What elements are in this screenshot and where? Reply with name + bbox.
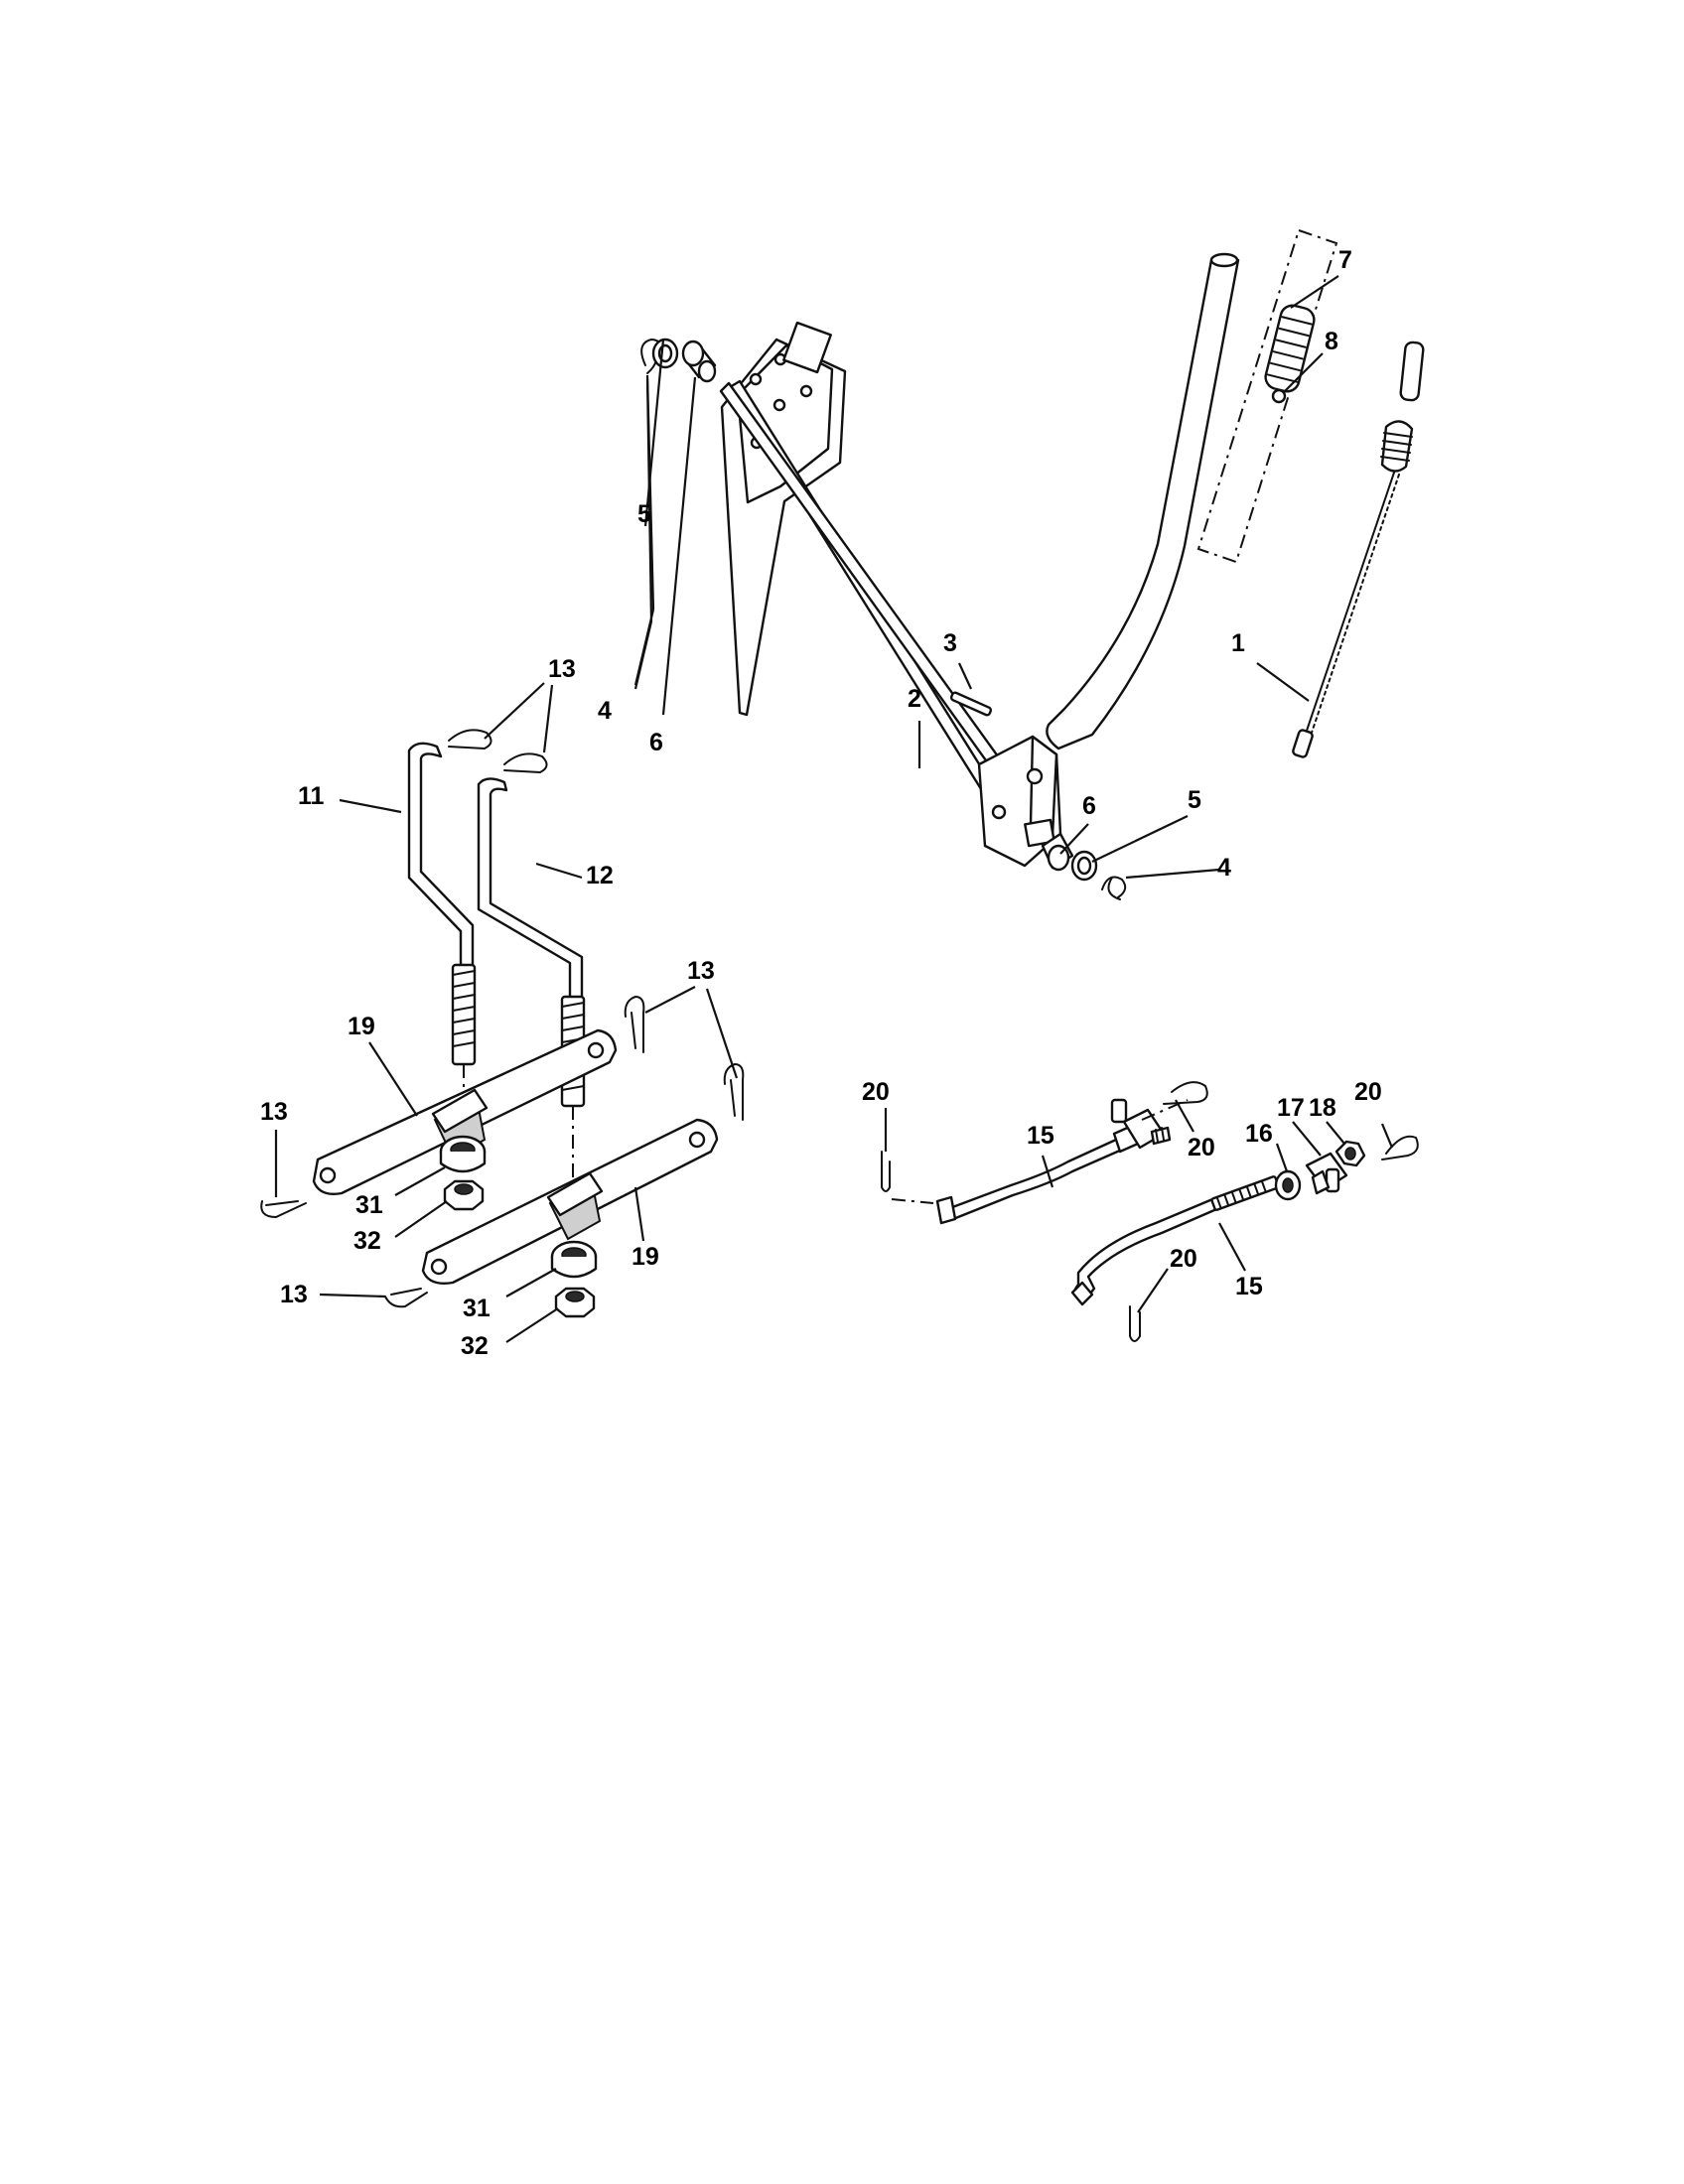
leader-3 (958, 662, 972, 690)
callout-20b: 20 (1188, 1134, 1215, 1161)
callout-3: 3 (943, 629, 957, 657)
part-31-washer-lower (550, 1240, 598, 1279)
part-13-clip-right-b (723, 1062, 745, 1121)
leader-4b (1125, 868, 1220, 880)
part-5-washer-right (1070, 850, 1098, 882)
alignment-line-upper-rod (891, 1198, 934, 1204)
callout-1: 1 (1231, 629, 1245, 657)
leader-6a (661, 376, 697, 716)
leader-16 (1275, 1143, 1289, 1172)
callout-8: 8 (1325, 328, 1338, 355)
callout-13c: 13 (280, 1281, 308, 1308)
callout-16: 16 (1245, 1120, 1273, 1148)
callout-19b: 19 (632, 1243, 659, 1271)
leader-4a-main (633, 378, 653, 690)
leader-19b (633, 1186, 645, 1242)
callout-12: 12 (586, 862, 614, 889)
callout-5a: 5 (637, 500, 651, 528)
part-13-clip-upper-a (448, 729, 492, 751)
callout-4b: 4 (1217, 854, 1231, 882)
part-17-block (1305, 1152, 1348, 1195)
leader-13a (484, 682, 554, 753)
leader-15b (1218, 1222, 1246, 1272)
leader-5a (643, 339, 665, 527)
handle-phantom-outline (1196, 228, 1338, 564)
part-13-clip-upper-b (503, 752, 548, 774)
part-5-washer-left (651, 338, 679, 369)
lift-handle-lever (1046, 252, 1240, 751)
part-1-lift-rod (1292, 341, 1425, 758)
callout-31a: 31 (355, 1191, 383, 1219)
callout-13d: 13 (687, 957, 715, 985)
leader-1 (1256, 662, 1310, 702)
part-20-clip-bottom (1129, 1305, 1141, 1342)
callout-13b: 13 (260, 1098, 288, 1126)
leader-13c (319, 1293, 386, 1298)
callout-15b: 15 (1235, 1273, 1263, 1300)
callout-4a: 4 (598, 697, 612, 725)
leader-15a (1041, 1155, 1054, 1188)
part-31-washer-upper (439, 1135, 487, 1173)
leader-7 (1290, 275, 1339, 309)
callout-5b: 5 (1188, 786, 1201, 814)
callout-7: 7 (1338, 246, 1352, 274)
callout-20c: 20 (1354, 1078, 1382, 1106)
part-13-clip-bottom (384, 1288, 428, 1308)
leader-18 (1326, 1121, 1345, 1145)
leader-12 (535, 862, 583, 880)
part-32-nut-upper (443, 1179, 485, 1211)
callout-17: 17 (1277, 1094, 1305, 1122)
leader-32b (505, 1307, 559, 1343)
leader-20d (1137, 1268, 1169, 1313)
part-11-threads (452, 970, 476, 1047)
part-32-nut-lower (554, 1287, 596, 1318)
callout-11: 11 (298, 782, 325, 810)
callout-13a: 13 (548, 655, 576, 683)
part-15-lower-threads (1215, 1179, 1267, 1210)
part-19-arm-lower (421, 1118, 719, 1285)
leader-19a (368, 1041, 418, 1117)
part-6-bushing-right (1041, 832, 1074, 872)
callout-20d: 20 (1170, 1245, 1197, 1273)
part-11-rod (407, 742, 477, 1066)
leader-20c (1380, 1123, 1394, 1149)
part-16-washer (1274, 1169, 1302, 1201)
leader-11 (339, 798, 402, 814)
leader-8 (1282, 352, 1324, 394)
callout-32b: 32 (461, 1332, 489, 1360)
part-15-rod-upper (935, 1098, 1172, 1225)
callout-31b: 31 (463, 1295, 491, 1322)
part-6-bushing-left (681, 340, 717, 383)
leader-13d (644, 986, 739, 1079)
part-13-clip-right-a (624, 995, 645, 1053)
callout-32a: 32 (353, 1227, 381, 1255)
part-2-lift-shaft (719, 379, 1041, 830)
part-18-nut (1334, 1140, 1366, 1167)
leader-31a (394, 1166, 446, 1196)
leader-17 (1292, 1121, 1322, 1157)
callout-20a: 20 (862, 1078, 890, 1106)
part-4-clip-right (1101, 876, 1127, 900)
leader-31b (505, 1268, 557, 1297)
callout-6b: 6 (1082, 792, 1096, 820)
part-20-clip-right (1381, 1135, 1419, 1160)
shaft-lever-bracket (977, 735, 1062, 868)
upper-clevis-block (1110, 1098, 1172, 1150)
leader-20b (1175, 1099, 1194, 1133)
part-20-clip-left (881, 1151, 891, 1192)
callout-2: 2 (908, 685, 921, 713)
leader-5b (1091, 815, 1189, 863)
callout-15a: 15 (1027, 1122, 1054, 1150)
part-8-screw (1271, 388, 1287, 404)
part-3-pin (949, 691, 993, 717)
callout-18: 18 (1309, 1094, 1336, 1122)
leader-32a (394, 1200, 448, 1238)
callout-19a: 19 (348, 1013, 375, 1040)
part-20-clip-upper (1163, 1081, 1208, 1105)
part-13-clip-left (260, 1200, 307, 1219)
part-7-grip (1264, 304, 1316, 393)
callout-6a: 6 (649, 729, 663, 756)
leader-6b (1059, 823, 1089, 855)
